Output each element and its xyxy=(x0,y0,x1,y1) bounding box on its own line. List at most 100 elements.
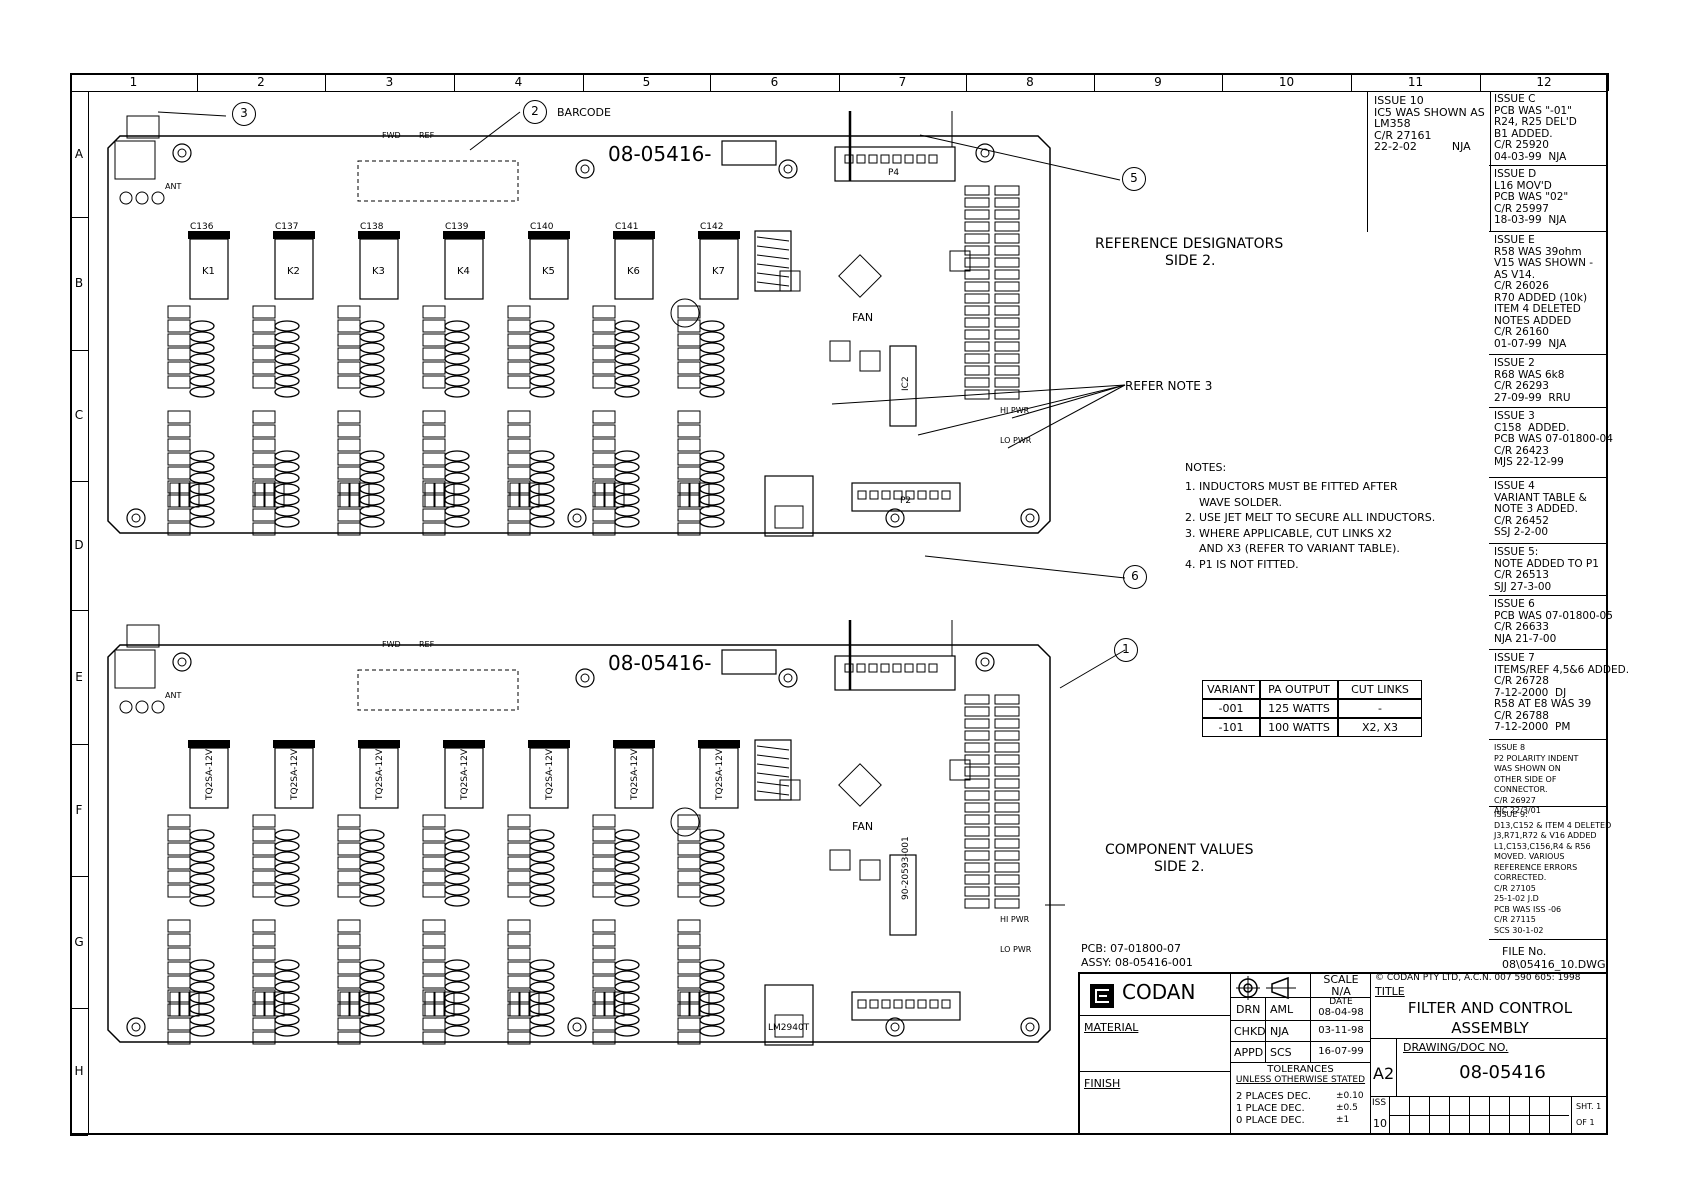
transistor xyxy=(949,759,971,781)
inductor-coil xyxy=(359,461,385,473)
row-header-H: H xyxy=(70,1008,88,1136)
capacitor-pad xyxy=(507,1017,531,1031)
connector-pin xyxy=(941,490,951,500)
small-capacitor xyxy=(604,991,615,1017)
inductor-coil xyxy=(614,505,640,517)
capacitor-pad xyxy=(507,856,531,870)
inductor-coil xyxy=(699,1025,725,1037)
inductor-coil xyxy=(189,981,215,993)
resistor xyxy=(994,802,1020,813)
resistor xyxy=(964,862,990,873)
inductor-coil xyxy=(359,353,385,365)
issue-text: ISSUE 7 ITEMS/REF 4,5&6 ADDED. C/R 26728… xyxy=(1494,652,1630,733)
variant-table-header: VARIANT xyxy=(1202,680,1260,699)
variant-table-cell: X2, X3 xyxy=(1338,718,1422,737)
inductor-coil xyxy=(529,970,555,982)
resistor xyxy=(964,281,990,292)
mounting-hole xyxy=(172,143,192,163)
mounting-hole-inner xyxy=(980,148,990,158)
mounting-hole-inner xyxy=(572,513,582,523)
resistor xyxy=(964,778,990,789)
board-outline xyxy=(107,644,1051,1043)
row-header-D: D xyxy=(70,481,88,611)
capacitor-pad xyxy=(677,305,701,319)
capacitor-pad xyxy=(677,410,701,424)
inductor-coil xyxy=(189,450,215,462)
capacitor-pad xyxy=(422,522,446,536)
capacitor-pad xyxy=(252,919,276,933)
small-capacitor xyxy=(594,482,605,508)
resistor xyxy=(964,257,990,268)
inductor-coil xyxy=(614,829,640,841)
transistor xyxy=(779,270,801,292)
ant-label: ANT xyxy=(165,691,181,700)
mounting-hole xyxy=(126,1017,146,1037)
drawing-no-label: DRAWING/DOC NO. xyxy=(1403,1041,1509,1054)
inductor-coil xyxy=(614,331,640,343)
resistor xyxy=(994,377,1020,388)
capacitor-pad xyxy=(252,828,276,842)
inductor-coil xyxy=(274,516,300,528)
material-label: MATERIAL xyxy=(1084,1021,1139,1034)
relay-header-bar xyxy=(613,231,655,239)
inductor-coil xyxy=(699,450,725,462)
barcode-area xyxy=(357,160,519,202)
inductor-coil xyxy=(274,840,300,852)
capacitor-pad xyxy=(252,1031,276,1045)
capacitor-pad xyxy=(167,438,191,452)
antenna-tab xyxy=(126,115,160,139)
leader-lines xyxy=(157,111,1126,906)
capacitor-pad xyxy=(592,975,616,989)
small-capacitor xyxy=(444,482,455,508)
resistor xyxy=(994,365,1020,376)
inductor-coil xyxy=(699,981,725,993)
relay-header-bar xyxy=(698,740,740,748)
capacitor-pad xyxy=(252,361,276,375)
small-capacitor xyxy=(349,991,360,1017)
part-number-box xyxy=(721,140,777,166)
inductor-coil xyxy=(274,873,300,885)
resistor xyxy=(994,341,1020,352)
mounting-hole-inner xyxy=(177,148,187,158)
issue-text: ISSUE E R58 WAS 39ohm V15 WAS SHOWN - AS… xyxy=(1494,234,1594,350)
relay-hatch xyxy=(756,790,790,796)
refer-note-label: REFER NOTE 3 xyxy=(1125,379,1213,393)
capacitor-pad xyxy=(337,828,361,842)
relay-label-5: TQ2SA-12V xyxy=(545,748,555,801)
small-capacitor xyxy=(359,991,370,1017)
capacitor-pad xyxy=(337,1017,361,1031)
mounting-hole-inner xyxy=(580,164,590,174)
resistor xyxy=(994,838,1020,849)
inductor-coil xyxy=(529,516,555,528)
resistor xyxy=(994,694,1020,705)
capacitor-pad xyxy=(337,319,361,333)
small-capacitor xyxy=(434,991,445,1017)
capacitor-pad xyxy=(507,410,531,424)
top-cap-label: C136 xyxy=(190,222,214,232)
small-capacitor xyxy=(679,482,690,508)
small-capacitor xyxy=(339,991,350,1017)
capacitor-pad xyxy=(592,361,616,375)
capacitor-pad xyxy=(422,508,446,522)
capacitor-pad xyxy=(337,508,361,522)
top-cap-label: C142 xyxy=(700,222,723,232)
relay-label-7: TQ2SA-12V xyxy=(715,748,725,801)
connector-pin xyxy=(857,490,867,500)
relay-hatch xyxy=(756,263,790,269)
inductor-coil xyxy=(189,483,215,495)
resistor xyxy=(994,257,1020,268)
ic2-label: IC2 xyxy=(901,376,911,391)
inductor-coil xyxy=(529,1003,555,1015)
resistor xyxy=(994,317,1020,328)
relay-header-bar xyxy=(528,231,570,239)
scale-value: N/A xyxy=(1331,985,1351,998)
small-capacitor xyxy=(274,991,285,1017)
note-line: AND X3 (REFER TO VARIANT TABLE). xyxy=(1185,542,1400,555)
voltage-regulator-heatsink xyxy=(764,475,814,537)
connector-pin xyxy=(880,154,890,164)
capacitor-pad xyxy=(167,1017,191,1031)
capacitor-pad xyxy=(507,361,531,375)
relay-body xyxy=(444,747,484,809)
appd-label: APPD xyxy=(1234,1046,1264,1059)
ic2-body xyxy=(889,854,917,936)
